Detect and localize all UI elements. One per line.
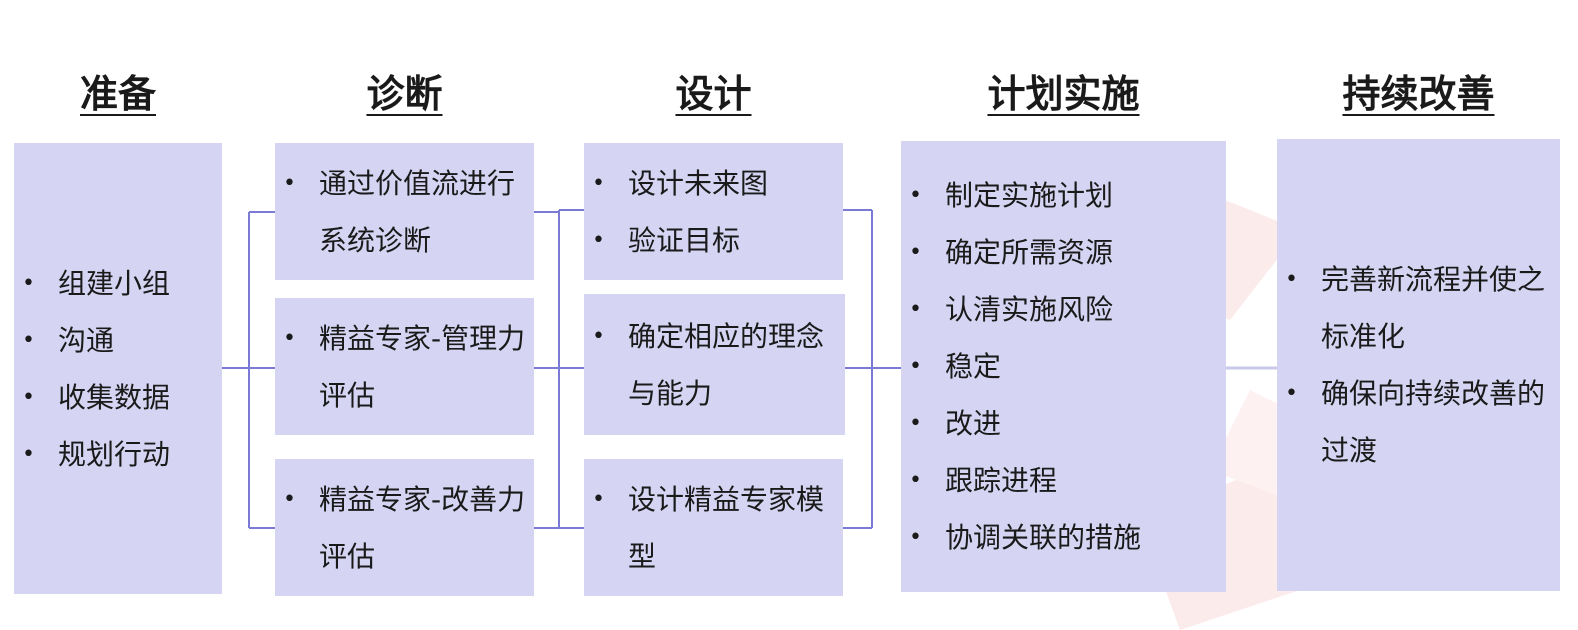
improve-box: 完善新流程并使之标准化 确保向持续改善的过渡 <box>1277 139 1560 591</box>
list-item: 确保向持续改善的过渡 <box>1277 365 1560 479</box>
list-item: 收集数据 <box>14 369 222 426</box>
stage-title-diagnose: 诊断 <box>366 72 443 116</box>
improve-list: 完善新流程并使之标准化 确保向持续改善的过渡 <box>1277 251 1560 479</box>
list-item: 跟踪进程 <box>901 452 1226 509</box>
list-item: 规划行动 <box>14 426 222 483</box>
list-item: 确定相应的理念与能力 <box>584 308 845 422</box>
diagnose-box-3: 精益专家-改善力评估 <box>275 459 534 596</box>
list-item: 精益专家-改善力评估 <box>275 471 534 585</box>
plan-list: 制定实施计划 确定所需资源 认清实施风险 稳定 改进 跟踪进程 协调关联的措施 <box>901 167 1226 566</box>
list-item: 沟通 <box>14 312 222 369</box>
list-item: 制定实施计划 <box>901 167 1226 224</box>
list-item: 组建小组 <box>14 255 222 312</box>
stage-title-improve: 持续改善 <box>1342 72 1495 116</box>
list-item: 设计精益专家模型 <box>584 471 843 585</box>
diagnose-box-1: 通过价值流进行系统诊断 <box>275 143 534 280</box>
list-item: 完善新流程并使之标准化 <box>1277 251 1560 365</box>
stage-title-design: 设计 <box>675 72 752 116</box>
list-item: 精益专家-管理力评估 <box>275 310 534 424</box>
prepare-list: 组建小组 沟通 收集数据 规划行动 <box>14 255 222 483</box>
design-box-2: 确定相应的理念与能力 <box>584 294 845 435</box>
list-item: 确定所需资源 <box>901 224 1226 281</box>
prepare-box: 组建小组 沟通 收集数据 规划行动 <box>14 143 222 594</box>
design-box-3: 设计精益专家模型 <box>584 459 843 596</box>
list-item: 通过价值流进行系统诊断 <box>275 155 534 269</box>
list-item: 改进 <box>901 395 1226 452</box>
list-item: 协调关联的措施 <box>901 509 1226 566</box>
stage-title-plan: 计划实施 <box>987 72 1140 116</box>
diagnose-box-2: 精益专家-管理力评估 <box>275 298 534 435</box>
list-item: 验证目标 <box>584 212 843 269</box>
stage-title-prepare: 准备 <box>79 72 156 116</box>
list-item: 稳定 <box>901 338 1226 395</box>
list-item: 认清实施风险 <box>901 281 1226 338</box>
design-box-1: 设计未来图 验证目标 <box>584 143 843 280</box>
plan-box: 制定实施计划 确定所需资源 认清实施风险 稳定 改进 跟踪进程 协调关联的措施 <box>901 141 1226 592</box>
list-item: 设计未来图 <box>584 155 843 212</box>
